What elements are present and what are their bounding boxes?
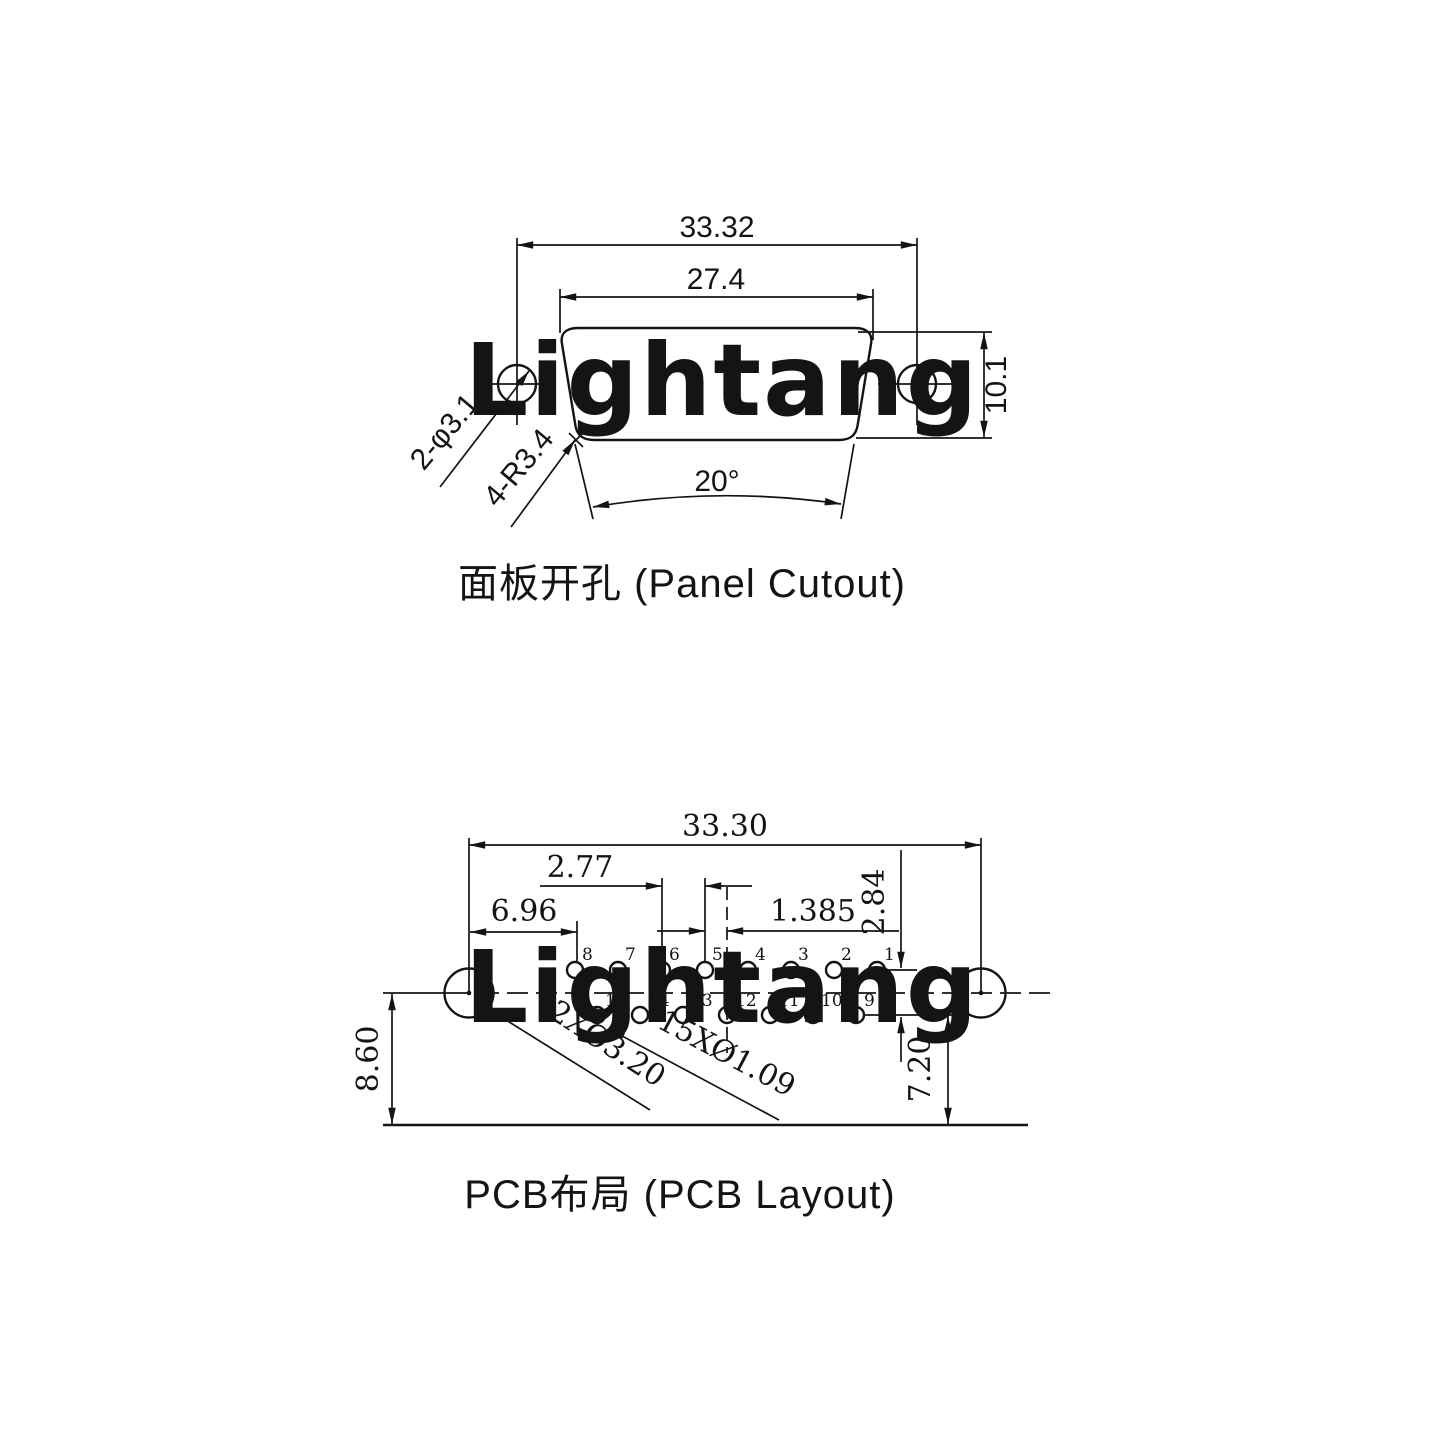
pin-number: 1 xyxy=(884,945,895,965)
angle-ext-line-right xyxy=(840,443,855,520)
pin-number: 15 xyxy=(605,991,627,1011)
pin-hole-15 xyxy=(587,1005,607,1025)
dim-text-6-96: 6.96 xyxy=(491,894,558,929)
pin-hole-13 xyxy=(673,1005,693,1025)
dim-text-33-32: 33.32 xyxy=(679,211,754,244)
dim-text-2-84: 2.84 xyxy=(857,869,892,936)
watermark-text-bottom: Lightang xyxy=(465,929,980,1046)
pin-number: 11 xyxy=(778,991,800,1011)
right-hole-center-dot xyxy=(978,990,984,996)
pin-hole-14 xyxy=(630,1005,650,1025)
pin-number: 5 xyxy=(712,945,723,965)
pin-hole-5 xyxy=(695,960,715,980)
pin-hole-4 xyxy=(738,960,758,980)
pcb-layout-title: PCB布局 (PCB Layout) xyxy=(464,1173,895,1217)
pin-hole-12 xyxy=(717,1005,737,1025)
pin-number: 3 xyxy=(798,945,809,965)
pin-number: 6 xyxy=(669,945,680,965)
dim-text-8-60: 8.60 xyxy=(351,1026,386,1093)
pin-hole-3 xyxy=(781,960,801,980)
pin-hole-11 xyxy=(760,1005,780,1025)
angle-arc xyxy=(592,494,842,509)
pin-hole-1 xyxy=(867,960,887,980)
pin-number: 10 xyxy=(821,991,843,1011)
pin-number: 13 xyxy=(691,991,713,1011)
dim-text-2-77: 2.77 xyxy=(547,850,614,885)
dim-text-7-20: 7.20 xyxy=(903,1036,938,1103)
pin-row-bottom: 15 14 13 12 11 10 9 xyxy=(587,991,875,1025)
leader-pin-holes xyxy=(608,1028,780,1121)
pin-number: 14 xyxy=(648,991,670,1011)
pin-hole-9 xyxy=(846,1005,866,1025)
pin-number: 9 xyxy=(864,991,875,1011)
d-cutout-shape xyxy=(560,326,873,442)
leader-mount-holes xyxy=(489,1009,651,1111)
dim-text-27-4: 27.4 xyxy=(687,263,745,296)
watermark-text-top: Lightang xyxy=(465,322,980,439)
pin-hole-10 xyxy=(803,1005,823,1025)
dim-text-10-1: 10.1 xyxy=(980,356,1013,414)
left-hole-center-dot xyxy=(466,990,472,996)
pin-row-top: 8 7 6 5 4 3 2 1 xyxy=(565,945,895,980)
panel-cutout-title: 面板开孔 (Panel Cutout) xyxy=(458,562,906,606)
pin-15-center-dot xyxy=(594,1012,600,1018)
angle-ext-line-left xyxy=(574,443,594,520)
pin-number: 7 xyxy=(625,945,636,965)
dim-text-1-385: 1.385 xyxy=(770,894,856,929)
pin-hole-6 xyxy=(652,960,672,980)
leader-corner-radius xyxy=(510,439,576,528)
pin-number: 4 xyxy=(755,945,766,965)
corner-x-mark xyxy=(568,432,584,448)
pin-hole-8 xyxy=(565,960,585,980)
pin-hole-7 xyxy=(608,960,628,980)
pin-hole-2 xyxy=(824,960,844,980)
leader-mount-holes xyxy=(439,370,530,488)
dim-text-33-30: 33.30 xyxy=(682,809,768,844)
pin-number: 12 xyxy=(735,991,757,1011)
dim-text-20deg: 20° xyxy=(694,465,739,498)
pin-number: 2 xyxy=(841,945,852,965)
pin-number: 8 xyxy=(582,945,593,965)
